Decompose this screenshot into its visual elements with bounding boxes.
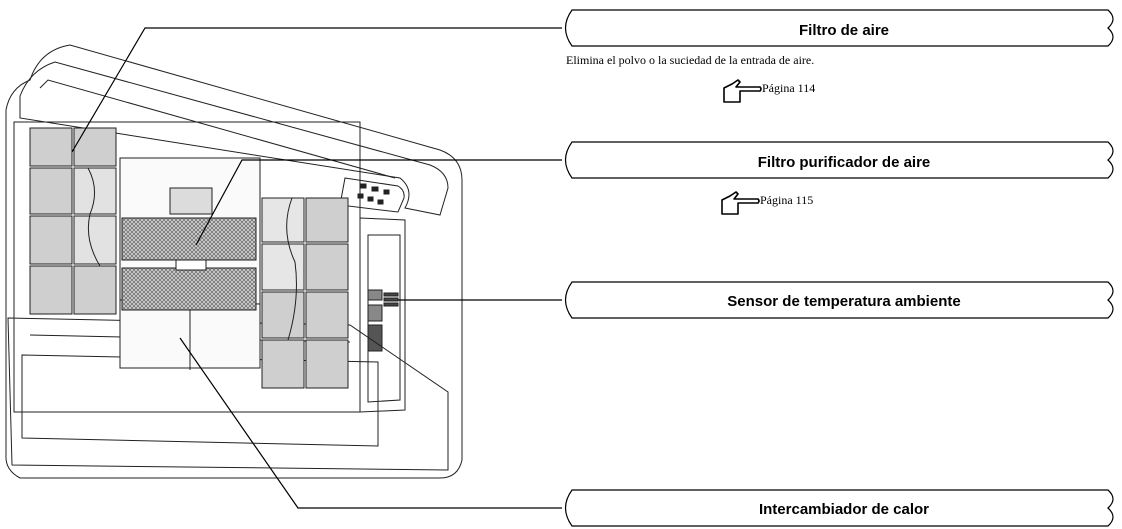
unit-housing: [5, 44, 463, 479]
pointing-hand-icon: [721, 191, 760, 215]
air-filter-description: Elimina el polvo o la suciedad de la ent…: [566, 53, 814, 67]
leader-air-filter: [71, 27, 562, 153]
side-panel: [359, 217, 406, 413]
page-ref-purifier-filter: Página 115: [721, 191, 813, 215]
air-purifying-filter: [121, 187, 257, 311]
callout-air-filter: Filtro de aire: [564, 9, 1114, 47]
air-filter-left: [29, 127, 117, 315]
control-panel: [339, 177, 405, 213]
pointing-hand-icon: [723, 79, 762, 103]
page-ref-115: Página 115: [760, 193, 813, 207]
air-conditioner-unit: [5, 44, 463, 479]
callout-title-purifier-filter: Filtro purificador de aire: [758, 154, 931, 171]
leader-purifier-filter: [195, 159, 562, 246]
callout-temp-sensor: Sensor de temperatura ambiente: [564, 281, 1114, 319]
leader-lines: [71, 27, 562, 509]
page-ref-air-filter: Página 114: [723, 79, 815, 103]
callout-purifier-filter: Filtro purificador de aire: [564, 141, 1114, 179]
callout-title-temp-sensor: Sensor de temperatura ambiente: [727, 293, 960, 310]
callout-title-heat-exchanger: Intercambiador de calor: [759, 501, 929, 518]
callout-heat-exchanger: Intercambiador de calor: [564, 489, 1114, 527]
callout-title-air-filter: Filtro de aire: [799, 22, 889, 39]
top-panel: [19, 61, 449, 216]
leader-heat-exchanger: [179, 337, 562, 509]
air-filter-right: [261, 197, 349, 389]
page-ref-114: Página 114: [762, 81, 815, 95]
